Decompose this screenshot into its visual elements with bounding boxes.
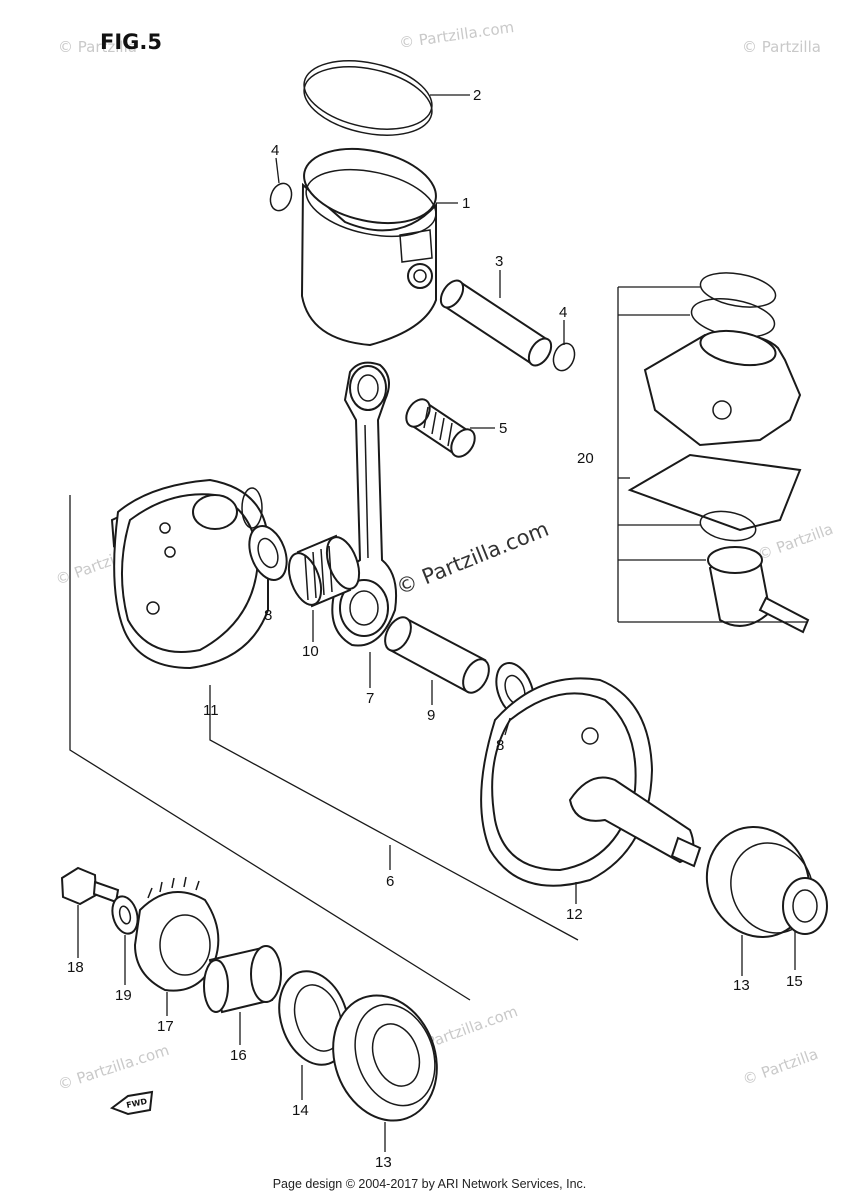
piston-ring	[303, 60, 433, 136]
callout-2: 2	[473, 87, 481, 104]
spacer-collar	[203, 945, 282, 1014]
piston-pin	[439, 279, 553, 367]
callout-20: 20	[577, 450, 594, 467]
callout-9: 9	[427, 707, 435, 724]
callout-17: 17	[157, 1018, 174, 1035]
callout-5: 5	[499, 420, 507, 437]
callout-4-upper: 4	[271, 142, 279, 159]
crankshaft-left-half	[110, 478, 269, 670]
callout-13-bottom: 13	[375, 1154, 392, 1171]
piston	[300, 148, 437, 347]
fwd-label: FWD	[126, 1097, 149, 1110]
watermark-top-center: © Partzilla.com	[398, 18, 515, 52]
small-end-bearing	[405, 398, 476, 458]
top-end-kit-inset	[617, 272, 810, 634]
page-footer: Page design © 2004-2017 by ARI Network S…	[272, 1177, 587, 1191]
callout-12: 12	[566, 906, 583, 923]
callout-19: 19	[115, 987, 132, 1004]
oil-seal	[782, 877, 828, 935]
callout-8-right: 8	[496, 737, 504, 754]
callout-15: 15	[786, 973, 803, 990]
oil-seal-left	[278, 970, 350, 1066]
callout-14: 14	[292, 1102, 309, 1119]
crank-pin	[384, 616, 490, 694]
crankshaft-right-half	[480, 677, 702, 887]
callout-6: 6	[386, 873, 394, 890]
watermark-top-right: © Partzilla	[742, 38, 821, 56]
callout-7: 7	[366, 690, 374, 707]
watermark-center: © Partzilla.com	[393, 517, 552, 600]
callout-leaders	[77, 94, 796, 1152]
callout-16: 16	[230, 1047, 247, 1064]
watermark-mid-right: © Partzilla	[755, 520, 835, 564]
figure-title: FIG.5	[100, 30, 162, 54]
connecting-rod	[331, 361, 398, 647]
piston-pin-circlip-lower	[552, 342, 576, 372]
callout-10: 10	[302, 643, 319, 660]
primary-gear-nut	[60, 866, 120, 906]
callout-numbers: 2 1 4 3 4 5 20 8 10 7 11 9 8 6 12 13 15 …	[67, 87, 803, 1171]
callout-13-right: 13	[733, 977, 750, 994]
callout-11: 11	[203, 702, 219, 719]
watermark-top-left: © Partzilla	[58, 38, 137, 56]
callout-18: 18	[67, 959, 84, 976]
callout-3: 3	[495, 253, 503, 270]
forward-direction-arrow: FWD	[109, 1090, 154, 1116]
callout-1: 1	[462, 195, 470, 212]
callout-8-left: 8	[264, 607, 272, 624]
watermark-bottom-right: © Partzilla	[740, 1045, 820, 1089]
watermark-bottom-left: © Partzilla.com	[56, 1041, 172, 1094]
assembly-bracket-lines	[69, 495, 579, 1001]
thrust-washer-left	[248, 525, 288, 581]
piston-pin-circlip-upper	[269, 182, 293, 212]
crankshaft-bearing-left	[332, 994, 438, 1122]
callout-4-lower: 4	[559, 304, 567, 321]
big-end-bearing	[287, 534, 361, 608]
washer	[111, 895, 139, 935]
